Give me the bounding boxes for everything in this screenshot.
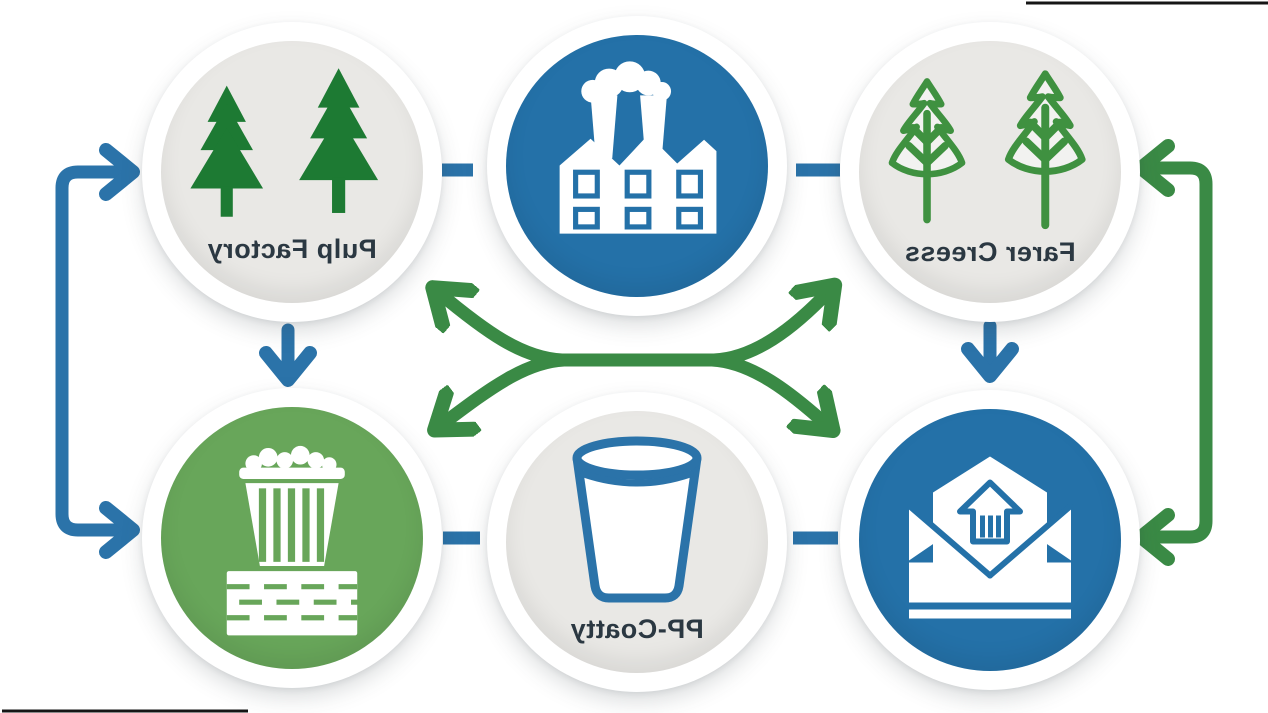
waste-basket-bale-icon	[226, 445, 370, 636]
leafy-trees-icon	[888, 70, 1086, 230]
down-arrow-left	[259, 323, 317, 387]
pine-trees-icon	[190, 68, 379, 217]
right-loop-arrow	[1134, 139, 1213, 566]
envelope-upload-icon	[907, 456, 1073, 619]
node-label-pulp-factory: Pulp Factory	[207, 234, 377, 264]
node-pulp-mill	[487, 16, 787, 316]
node-label-pp-coatty: PP-Coatty	[570, 614, 704, 644]
node-label-farer-creess: Farer Creess	[904, 237, 1076, 267]
down-arrow-right	[961, 319, 1019, 383]
node-farer-creess: Farer Creess	[840, 22, 1140, 322]
node-pulp-factory: Pulp Factory	[142, 22, 442, 322]
cup-icon	[572, 436, 702, 603]
node-paper-bales	[142, 388, 442, 688]
node-mail-upload	[840, 390, 1140, 690]
left-loop-arrow	[55, 143, 140, 559]
factory-icon	[559, 61, 717, 234]
node-pp-coatty: PP-Coatty	[487, 392, 787, 692]
